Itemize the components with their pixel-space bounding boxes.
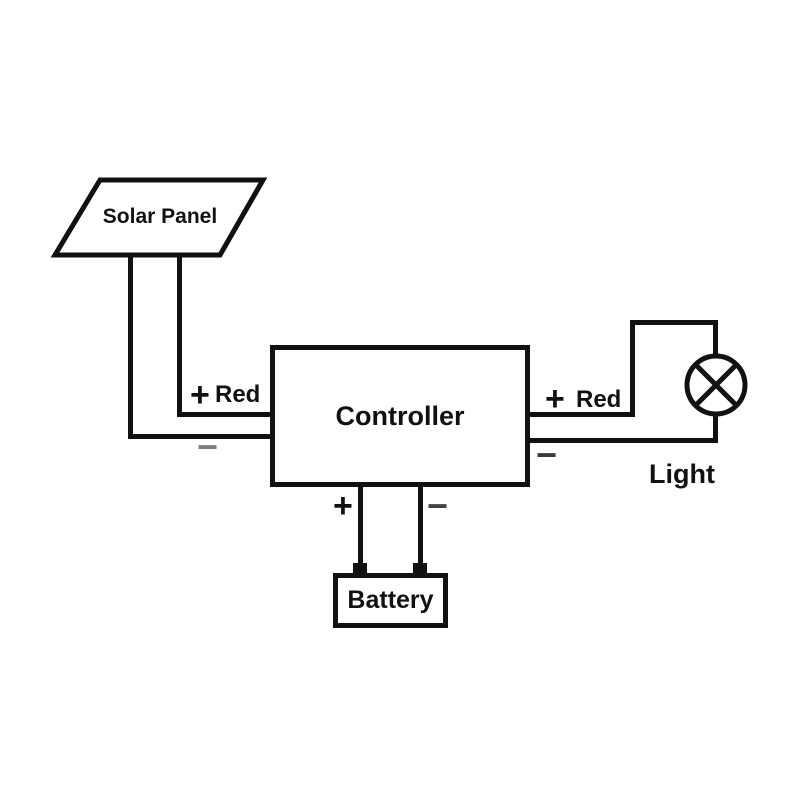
light-minus-label: − <box>536 434 558 475</box>
wire-panel-positive-horizontal <box>177 412 272 417</box>
controller-label: Controller <box>335 400 465 431</box>
wire-lamp-bottom-vertical <box>713 411 718 443</box>
wire-panel-negative-vertical <box>128 255 133 437</box>
wire-light-positive-vertical <box>630 320 635 417</box>
battery-plus-label: + <box>333 487 353 525</box>
light-label: Light <box>649 459 715 489</box>
battery-minus-label: − <box>427 485 449 526</box>
lamp-icon <box>684 353 748 417</box>
wire-light-top-horizontal <box>630 320 718 325</box>
light-plus-label: + <box>545 380 565 418</box>
panel-minus-label: − <box>197 426 219 467</box>
battery-box: Battery <box>333 573 448 628</box>
wire-panel-positive-vertical <box>177 255 182 415</box>
wire-battery-negative-vertical <box>418 485 423 567</box>
panel-plus-label: + <box>190 376 210 414</box>
wire-lamp-top-vertical <box>713 323 718 358</box>
panel-red-label: Red <box>215 381 261 408</box>
controller-box: Controller <box>270 345 530 487</box>
battery-positive-terminal <box>353 563 367 575</box>
wire-light-positive-horizontal <box>530 412 633 417</box>
light-red-label: Red <box>576 386 622 413</box>
wire-panel-negative-horizontal <box>128 434 272 439</box>
solar-panel-shape <box>50 177 268 258</box>
wire-battery-positive-vertical <box>358 485 363 567</box>
battery-negative-terminal <box>413 563 427 575</box>
wire-light-negative-horizontal <box>530 438 718 443</box>
battery-label: Battery <box>347 586 434 614</box>
solar-panel-label: Solar Panel <box>102 205 218 228</box>
